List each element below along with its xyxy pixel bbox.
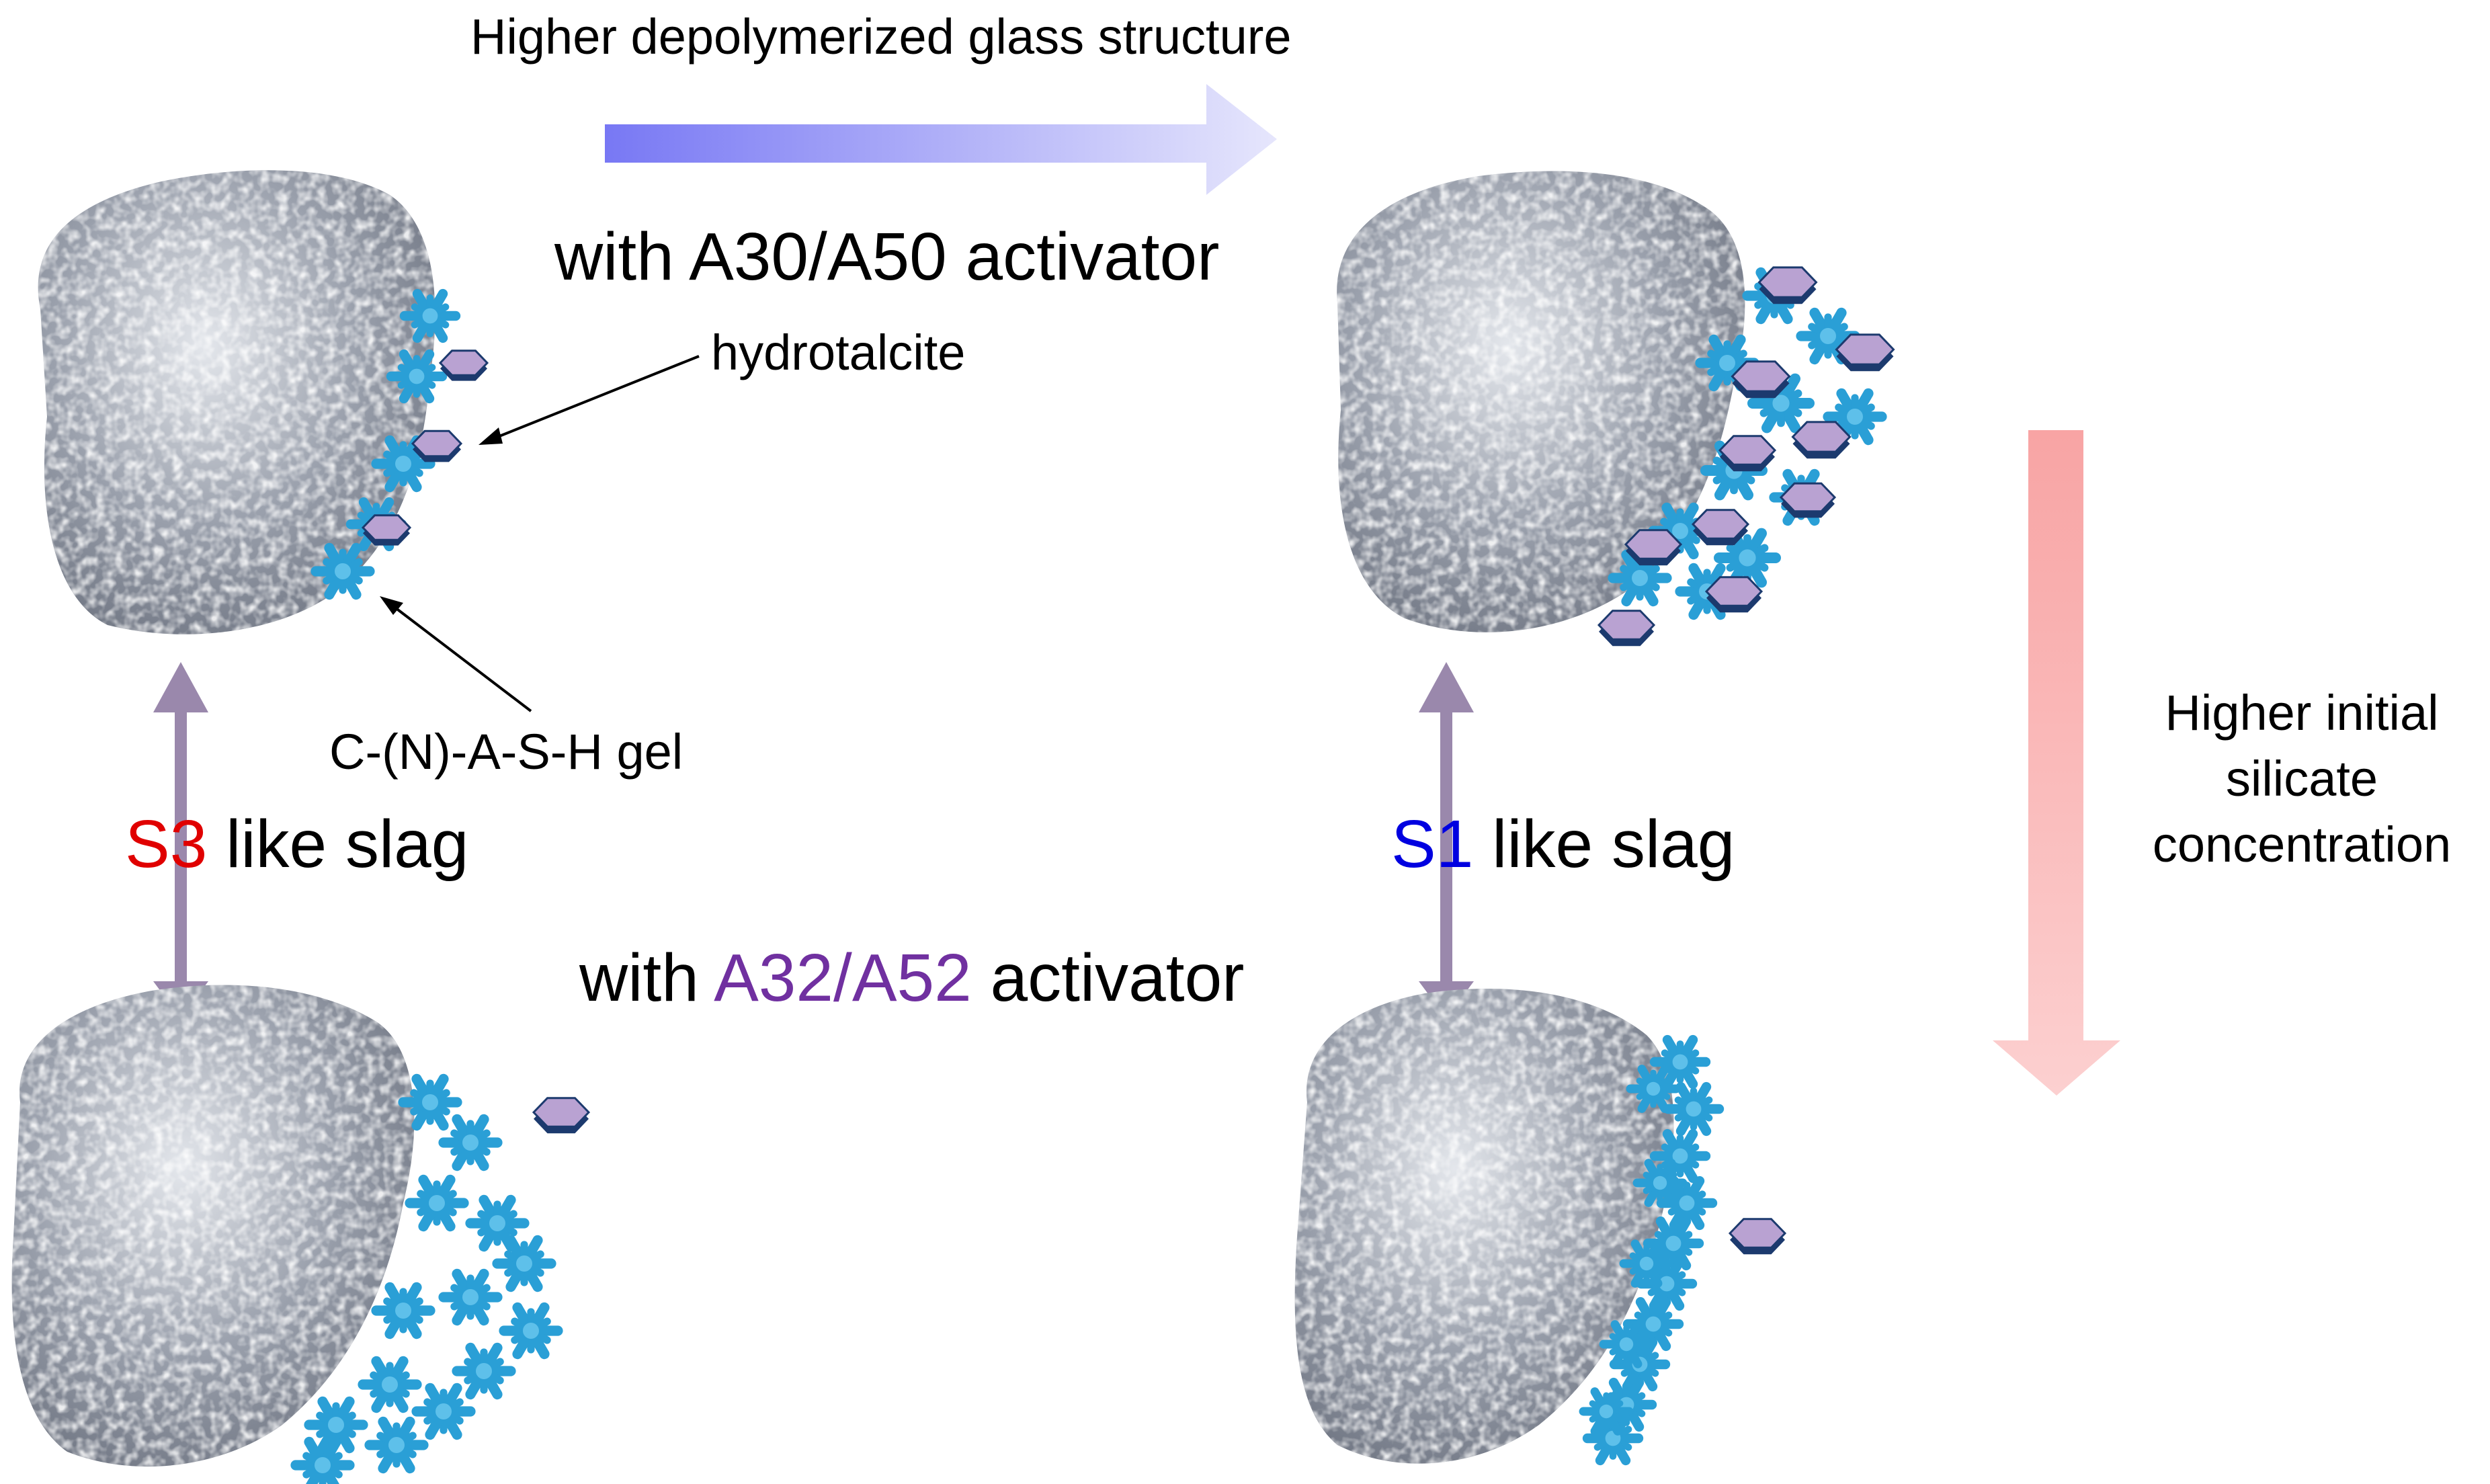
gel-crystal-icon <box>310 542 375 600</box>
lower-activator-prefix: with <box>579 940 714 1016</box>
gel-crystal-icon <box>452 1342 516 1400</box>
gel-crystal-icon <box>438 1114 503 1171</box>
upper-activator-label: with A30/A50 activator <box>554 219 1220 294</box>
right-slag-suffix: like slag <box>1473 807 1735 882</box>
gel-crystal-icon <box>492 1235 556 1292</box>
right-slag-label: S1 like slag <box>1391 811 1735 878</box>
gel-crystal-icon <box>1714 528 1781 588</box>
hydrotalcite-plate-icon <box>1728 1218 1787 1255</box>
hydrotalcite-plate-icon <box>361 514 412 546</box>
gel-crystal-icon <box>411 1383 476 1440</box>
hydrotalcite-plate-icon <box>1718 435 1777 472</box>
left-slag-highlight: S3 <box>125 807 208 882</box>
gel-crystal-icon <box>398 1073 462 1131</box>
down-arrow-label-line3: concentration <box>2152 817 2452 872</box>
hydrotalcite-plate-icon <box>438 349 489 381</box>
gel-crystal-icon <box>386 349 448 404</box>
right-slag-highlight: S1 <box>1391 807 1474 882</box>
lower-activator-label: with A32/A52 activator <box>579 944 1244 1012</box>
gel-crystal-icon <box>499 1302 563 1360</box>
gel-crystal-icon <box>371 435 435 493</box>
gel-crystal-icon <box>358 1356 422 1413</box>
gel-crystal-icon <box>1823 388 1887 446</box>
gel-crystal-icon <box>1663 1081 1725 1137</box>
gel-crystal-icon <box>1643 1216 1704 1271</box>
gel-crystal-icon <box>1599 1320 1654 1368</box>
lower-activator-highlight: A32/A52 <box>714 940 972 1016</box>
gel-crystal-icon <box>1619 1239 1674 1288</box>
top-arrow <box>605 84 1277 195</box>
gel-crystal-icon <box>1632 1159 1688 1207</box>
gel-crystal-icon <box>290 1436 355 1484</box>
hydrotalcite-plate-icon <box>1731 360 1791 399</box>
hydrotalcite-label: hydrotalcite <box>711 325 966 380</box>
hydrotalcite-plate-icon <box>1757 266 1818 304</box>
gel-crystal-icon <box>438 1268 503 1326</box>
down-arrow-label-line1: Higher initial <box>2165 685 2439 741</box>
hydrotalcite-plate-icon <box>411 429 463 462</box>
gel-crystal-icon <box>465 1194 530 1252</box>
gel-crystal-icon <box>1656 1176 1718 1231</box>
top-arrow-label: Higher depolymerized glass structure <box>470 9 1292 65</box>
hydrotalcite-plate-icon <box>532 1097 591 1134</box>
hydrotalcite-plate-icon <box>1779 482 1837 518</box>
hydrotalcite-plate-icon <box>1597 610 1656 647</box>
hydrotalcite-plate-icon <box>1835 333 1895 372</box>
down-arrow-label: Higher initial silicate concentration <box>2117 680 2487 878</box>
gel-crystal-icon <box>1579 1387 1634 1436</box>
down-arrow-label-line2: silicate <box>2225 751 2378 807</box>
gel-crystal-icon <box>399 288 461 343</box>
hydrotalcite-plate-icon <box>1791 421 1852 459</box>
gel-crystal-icon <box>364 1416 429 1474</box>
left-slag-label: S3 like slag <box>125 811 468 878</box>
gel-crystal-icon <box>405 1174 469 1232</box>
down-arrow <box>1993 430 2120 1096</box>
hydrotalcite-pointer <box>479 355 700 445</box>
lower-activator-suffix: activator <box>971 940 1245 1016</box>
gel-crystal-icon <box>371 1282 435 1339</box>
gel-label: C-(N)-A-S-H gel <box>329 724 683 780</box>
gel-crystal-icon <box>1626 1065 1681 1113</box>
gel-pointer <box>380 596 532 712</box>
left-slag-suffix: like slag <box>207 807 469 882</box>
hydrotalcite-plate-icon <box>1704 576 1763 613</box>
hydrotalcite-plate-icon <box>1624 529 1683 566</box>
hydrotalcite-plate-icon <box>1691 509 1750 546</box>
